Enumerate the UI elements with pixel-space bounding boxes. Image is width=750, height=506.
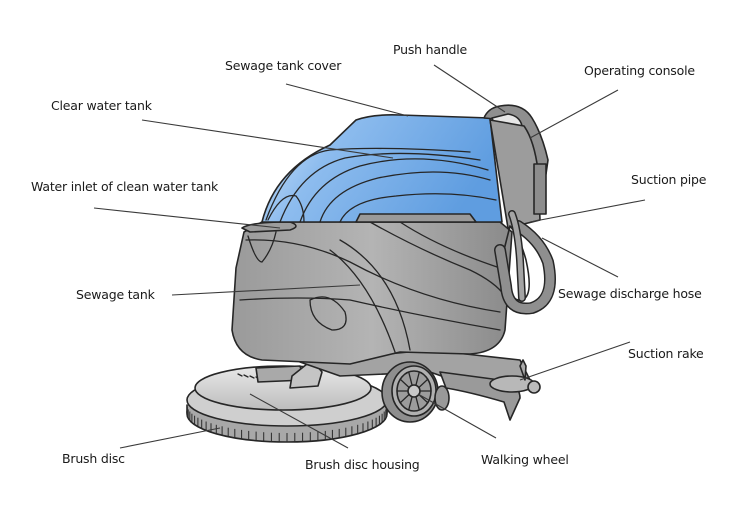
wheel-spoke — [408, 396, 413, 411]
wheel-spoke — [418, 378, 429, 389]
leader-suction-rake — [519, 341, 631, 381]
label-suction-pipe: Suction pipe — [631, 172, 707, 187]
wheel-spoke — [415, 371, 420, 386]
label-sewage-tank: Sewage tank — [76, 287, 155, 302]
label-water-inlet: Water inlet of clean water tank — [31, 179, 219, 194]
leader-operating-console — [529, 89, 619, 139]
label-brush-disc-housing: Brush disc housing — [305, 457, 420, 472]
label-sewage-tank-cover: Sewage tank cover — [225, 58, 342, 73]
wheel-spoke — [415, 396, 420, 411]
clear-water-tank — [261, 114, 503, 223]
label-walking-wheel: Walking wheel — [481, 452, 569, 467]
sewage-tank — [231, 221, 513, 365]
wheel-spoke — [399, 393, 410, 404]
label-push-handle: Push handle — [393, 42, 468, 57]
leader-sewage-tank — [171, 284, 361, 296]
label-brush-disc: Brush disc — [62, 451, 125, 466]
label-sewage-discharge-hose: Sewage discharge hose — [558, 286, 702, 301]
leader-clear-water-tank — [141, 119, 394, 159]
leader-walking-wheel — [417, 393, 497, 439]
operating-console — [489, 119, 547, 229]
leader-brush-disc — [119, 427, 221, 449]
brush-disc-housing — [186, 365, 388, 427]
leader-sewage-tank-cover — [285, 83, 409, 117]
wheel-spoke — [399, 378, 410, 389]
leader-brush-disc-housing — [249, 393, 349, 449]
suction-rake — [439, 359, 541, 421]
walking-wheel — [381, 361, 450, 423]
scrubber-illustration — [186, 104, 556, 443]
leader-suction-pipe — [529, 199, 646, 223]
label-operating-console: Operating console — [584, 63, 695, 78]
leader-water-inlet — [93, 207, 281, 229]
leader-sewage-discharge-hose — [541, 237, 619, 278]
leader-lines — [93, 64, 646, 449]
leader-push-handle — [433, 64, 506, 113]
wheel-spoke — [408, 371, 413, 386]
label-clear-water-tank: Clear water tank — [51, 98, 152, 113]
label-suction-rake: Suction rake — [628, 346, 704, 361]
